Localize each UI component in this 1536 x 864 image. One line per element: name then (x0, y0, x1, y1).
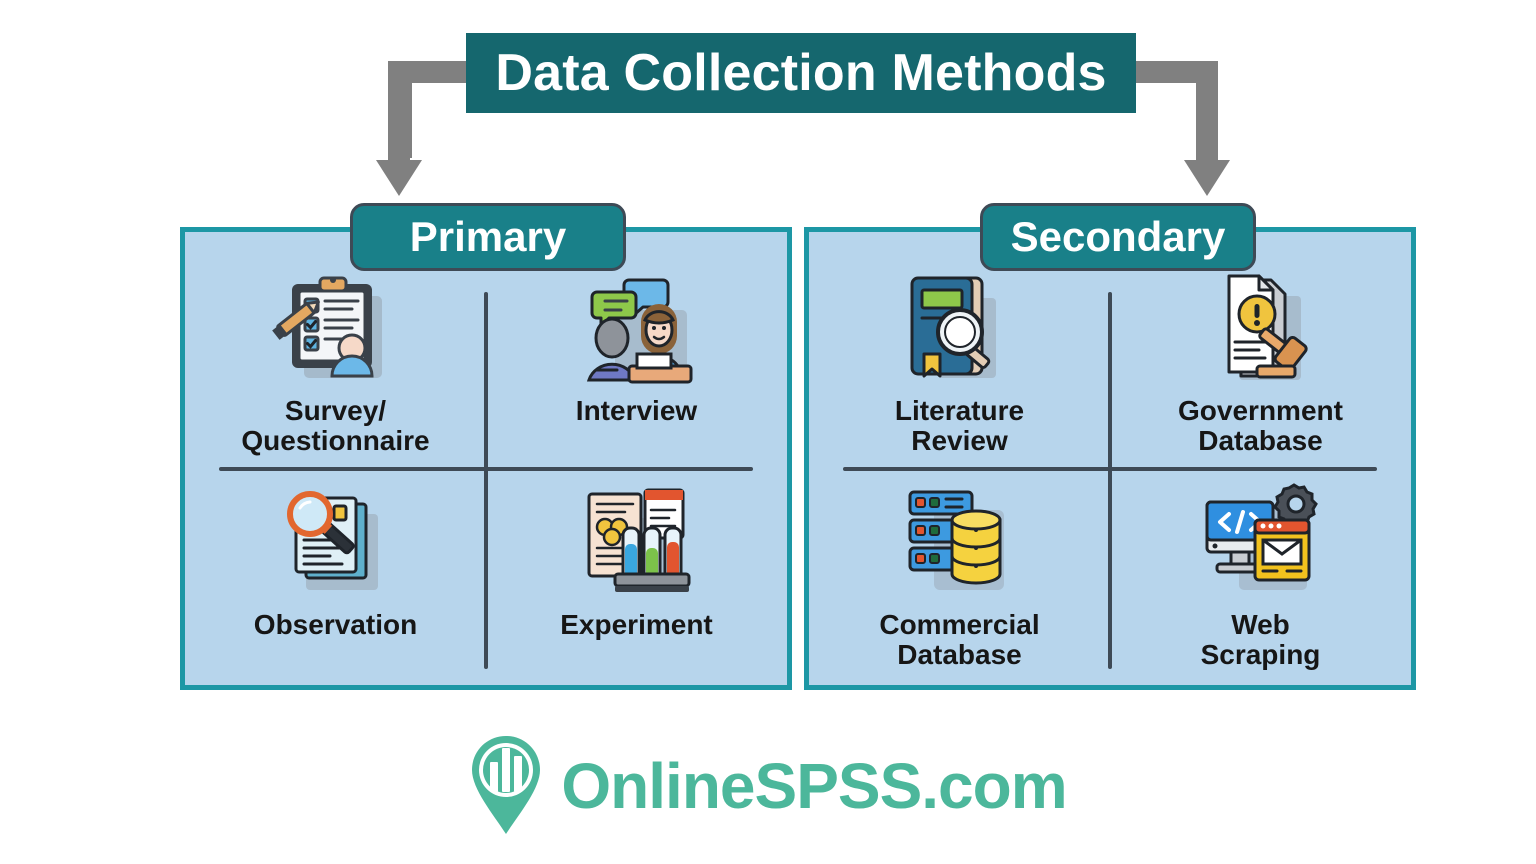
clipboard-survey-icon (270, 270, 402, 388)
item-observation[interactable]: Observation (185, 482, 486, 697)
magnifier-documents-icon (270, 482, 402, 600)
item-label: Experiment (560, 609, 713, 640)
panel-primary-vertical-divider (484, 292, 488, 669)
panel-primary: Survey/ Questionnaire (180, 227, 792, 690)
site-brand-text: OnlineSPSS.com (561, 750, 1067, 822)
document-gavel-icon (1195, 270, 1327, 388)
site-branding[interactable]: OnlineSPSS.com (0, 726, 1536, 846)
item-label: Literature Review (894, 395, 1025, 456)
monitor-code-gear-icon (1195, 482, 1327, 600)
item-interview[interactable]: Interview (486, 270, 787, 485)
connector-arrow-left (376, 61, 468, 196)
location-pin-bar-chart-logo-icon (469, 734, 543, 838)
interview-people-icon (571, 270, 703, 388)
item-label: Survey/ Questionnaire (241, 395, 430, 456)
item-label: Interview (575, 395, 698, 426)
branch-badge-secondary[interactable]: Secondary (980, 203, 1256, 271)
branch-badge-label: Primary (409, 213, 567, 260)
item-label: Observation (253, 609, 418, 640)
connector-arrow-right (1136, 61, 1230, 196)
panel-secondary-horizontal-divider (843, 467, 1377, 471)
item-label: Web Scraping (1200, 609, 1321, 670)
branch-badge-label: Secondary (1010, 213, 1226, 260)
panel-primary-horizontal-divider (219, 467, 753, 471)
panel-secondary: Literature Review (804, 227, 1416, 690)
item-literature-review[interactable]: Literature Review (809, 270, 1110, 485)
item-label: Commercial Database (879, 609, 1040, 670)
item-survey-questionnaire[interactable]: Survey/ Questionnaire (185, 270, 486, 485)
book-magnifier-icon (894, 270, 1026, 388)
item-experiment[interactable]: Experiment (486, 482, 787, 697)
item-commercial-database[interactable]: Commercial Database (809, 482, 1110, 697)
item-web-scraping[interactable]: Web Scraping (1110, 482, 1411, 697)
server-database-icon (894, 482, 1026, 600)
item-government-database[interactable]: Government Database (1110, 270, 1411, 485)
diagram-title-box: Data Collection Methods (466, 33, 1136, 113)
item-label: Government Database (1178, 395, 1343, 456)
test-tubes-icon (571, 482, 703, 600)
page-title: Data Collection Methods (495, 44, 1107, 102)
panel-secondary-vertical-divider (1108, 292, 1112, 669)
branch-badge-primary[interactable]: Primary (350, 203, 626, 271)
